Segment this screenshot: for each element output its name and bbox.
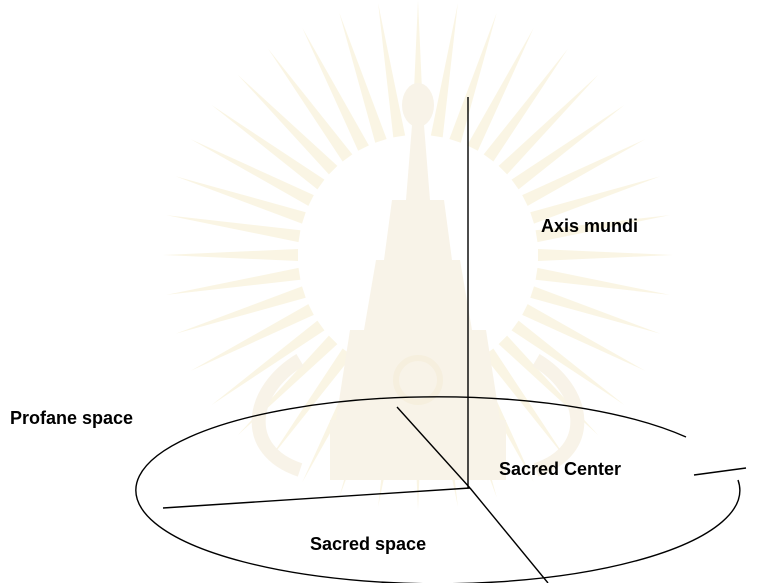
sacred-space-line xyxy=(470,488,548,583)
watermark-ray xyxy=(166,215,300,242)
watermark-emblem xyxy=(163,0,673,510)
watermark-ray xyxy=(163,249,298,261)
sacred-space-label: Sacred space xyxy=(310,534,426,554)
horizon-line-left xyxy=(163,488,470,508)
watermark-ray xyxy=(467,28,534,151)
watermark-ray xyxy=(166,268,300,295)
watermark-ray xyxy=(538,249,673,261)
watermark-ray xyxy=(536,268,670,295)
profane-space-label: Profane space xyxy=(10,408,133,428)
watermark-ray xyxy=(378,3,405,137)
watermark-ray xyxy=(302,28,369,151)
horizon-line-right xyxy=(694,468,746,475)
sacred-center-label: Sacred Center xyxy=(499,459,621,479)
axis-mundi-label: Axis mundi xyxy=(541,216,638,236)
watermark-ray xyxy=(431,3,458,137)
watermark-ray xyxy=(522,139,645,206)
watermark-ray xyxy=(191,139,314,206)
